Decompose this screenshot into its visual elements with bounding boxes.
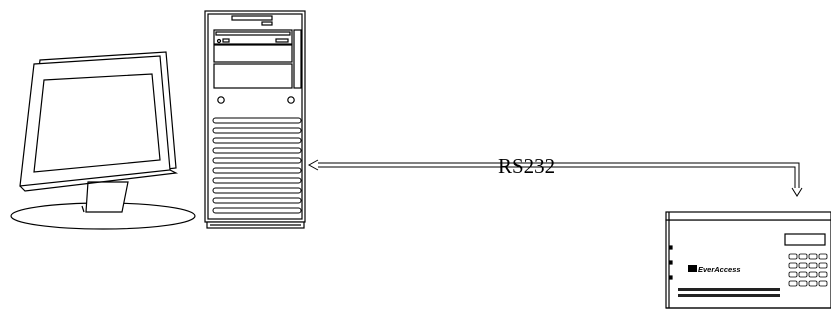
rs232-connection-line [318,162,800,188]
arrow-left-icon [307,159,319,171]
monitor-icon [10,51,196,230]
connection-label: RS232 [498,154,556,178]
controller-brand-label: EverAccess [698,265,741,274]
tower-pc-icon [204,10,306,229]
everaccess-controller-icon [665,211,831,309]
arrow-down-icon [791,187,803,197]
